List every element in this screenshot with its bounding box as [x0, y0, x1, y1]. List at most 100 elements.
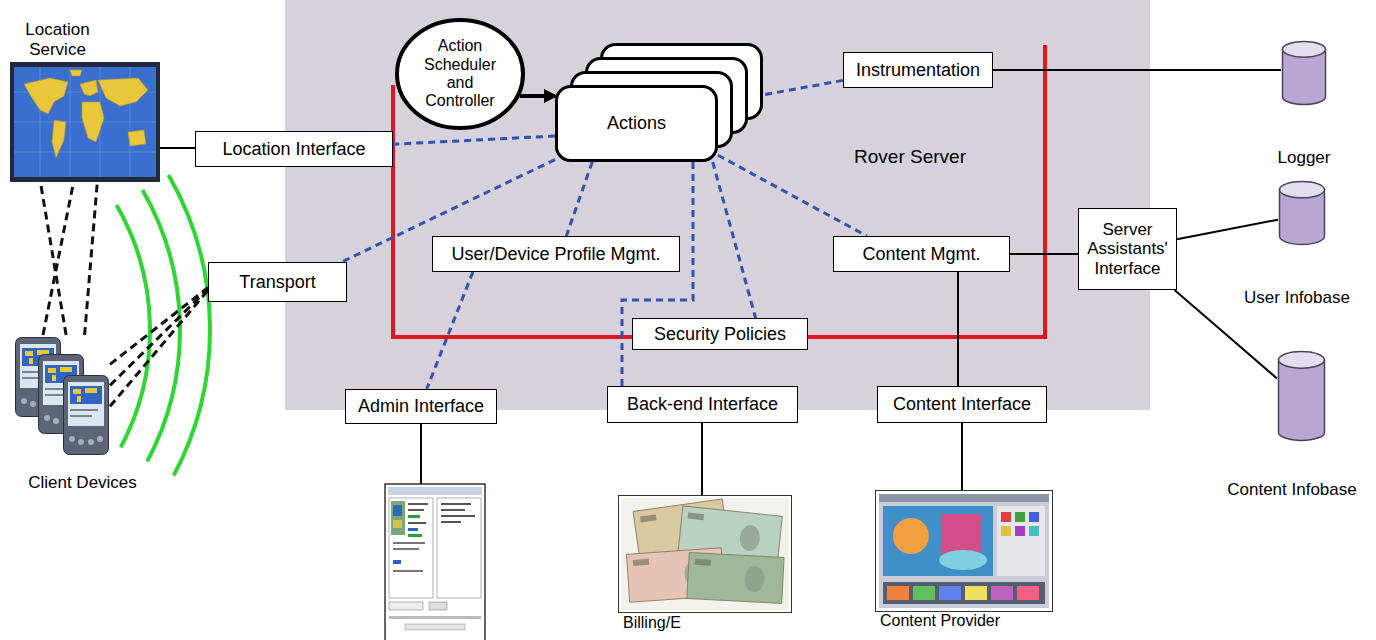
devices-picture	[21, 398, 27, 404]
box-label: Server Assistants' Interface	[1083, 220, 1172, 279]
box-label: Admin Interface	[354, 396, 488, 417]
box-label: Security Policies	[641, 324, 799, 345]
map-picture	[82, 102, 104, 142]
provider-picture	[883, 582, 1045, 604]
admin-screenshot	[408, 522, 426, 524]
box-label: Actions	[607, 113, 666, 134]
scheduler-ellipse: Action Scheduler and Controller	[395, 18, 525, 130]
policy-box: Security Policies	[632, 318, 808, 350]
wireless-link	[40, 182, 66, 335]
bills-picture	[619, 496, 792, 613]
action-cards	[555, 43, 766, 165]
provider-picture	[893, 518, 929, 554]
action-stack: Actions	[555, 85, 718, 162]
admin-screenshot	[441, 509, 465, 511]
devices-picture	[70, 415, 92, 417]
client-devices: Client Devices	[10, 335, 155, 497]
admin-screenshot	[441, 515, 475, 517]
connector-line	[160, 147, 195, 149]
process-box: Content Mgmt.	[833, 236, 1010, 272]
admin-screenshot	[389, 602, 423, 610]
devices-picture	[48, 368, 56, 373]
server-region: Rover Server Action Scheduler and Control…	[285, 0, 1150, 410]
admin-screenshot	[405, 624, 465, 630]
bills-picture	[640, 514, 657, 522]
bills-picture	[744, 565, 765, 592]
interface-box: Location Interface	[195, 131, 393, 167]
cyl-picture	[1277, 350, 1326, 442]
wireless-arc	[143, 190, 181, 462]
box-label: Transport	[217, 272, 338, 293]
admin-screenshot	[408, 503, 428, 505]
admin-screenshot	[393, 570, 423, 572]
devices-picture	[69, 436, 75, 442]
devices-picture	[15, 335, 110, 457]
admin-screenshot	[408, 509, 424, 511]
caption-label: Rover Server	[835, 146, 985, 168]
provider-picture	[997, 506, 1045, 576]
bills-picture	[687, 553, 784, 604]
caption-label: Logger	[1262, 148, 1346, 168]
provider-picture	[913, 586, 935, 600]
admin-screenshot	[437, 498, 481, 598]
cyl-picture	[1279, 352, 1325, 369]
interface-box: Transport	[208, 262, 347, 302]
admin-screenshot	[408, 515, 420, 518]
devices-picture	[88, 439, 94, 445]
provider-picture	[939, 550, 987, 570]
box-label: Instrumentation	[852, 60, 984, 81]
admin-screenshot	[441, 521, 461, 523]
devices-picture	[85, 388, 97, 393]
wireless-link	[110, 289, 208, 385]
admin-screenshot	[385, 484, 485, 640]
interface-box: Admin Interface	[345, 389, 497, 424]
map-picture	[80, 80, 98, 96]
map-picture	[10, 62, 160, 182]
box-label: Action Scheduler and Controller	[415, 37, 505, 111]
provider-picture	[1015, 512, 1025, 522]
devices-picture	[29, 358, 33, 364]
devices-picture	[53, 418, 59, 424]
devices-picture	[73, 389, 81, 394]
map-picture	[98, 78, 148, 106]
bills-picture	[695, 559, 711, 566]
caption-label: Client Devices	[10, 473, 155, 493]
admin-screenshot	[391, 501, 405, 535]
devices-picture	[77, 396, 81, 402]
cyl-picture	[1279, 360, 1325, 441]
provider-picture	[941, 514, 981, 554]
bills-picture	[633, 559, 649, 566]
admin-screenshot	[408, 534, 422, 537]
provider-picture	[879, 494, 1049, 608]
admin-screenshot	[389, 498, 433, 598]
map-picture	[14, 67, 156, 177]
connector-line	[961, 423, 963, 490]
map-picture	[10, 62, 160, 182]
provider-picture	[887, 586, 909, 600]
caption-label: User Infobase	[1237, 288, 1357, 308]
provider-picture: Content Provider	[872, 488, 1055, 638]
bills-picture	[621, 498, 789, 610]
map-picture	[128, 130, 146, 146]
provider-picture	[1001, 512, 1011, 522]
provider-picture	[965, 586, 987, 600]
provider-picture	[1029, 512, 1039, 522]
provider-picture	[883, 506, 993, 576]
devices-picture	[68, 382, 104, 426]
map-picture	[24, 70, 148, 158]
devices-picture	[70, 409, 98, 411]
connector-line	[701, 423, 703, 495]
ellipse-outline	[397, 20, 523, 128]
provider-picture	[875, 490, 1053, 612]
box-label: Back-end Interface	[616, 394, 789, 415]
interface-box: Content Interface	[877, 386, 1047, 423]
cyl-picture	[1280, 182, 1325, 198]
devices-picture	[78, 439, 84, 445]
map-picture	[14, 67, 156, 177]
link-line	[420, 424, 422, 484]
wireless-link	[110, 290, 208, 406]
admin-screenshot	[393, 505, 402, 516]
devices-picture	[60, 367, 72, 372]
admin-screenshot	[393, 560, 401, 564]
admin-screenshot	[389, 616, 481, 619]
